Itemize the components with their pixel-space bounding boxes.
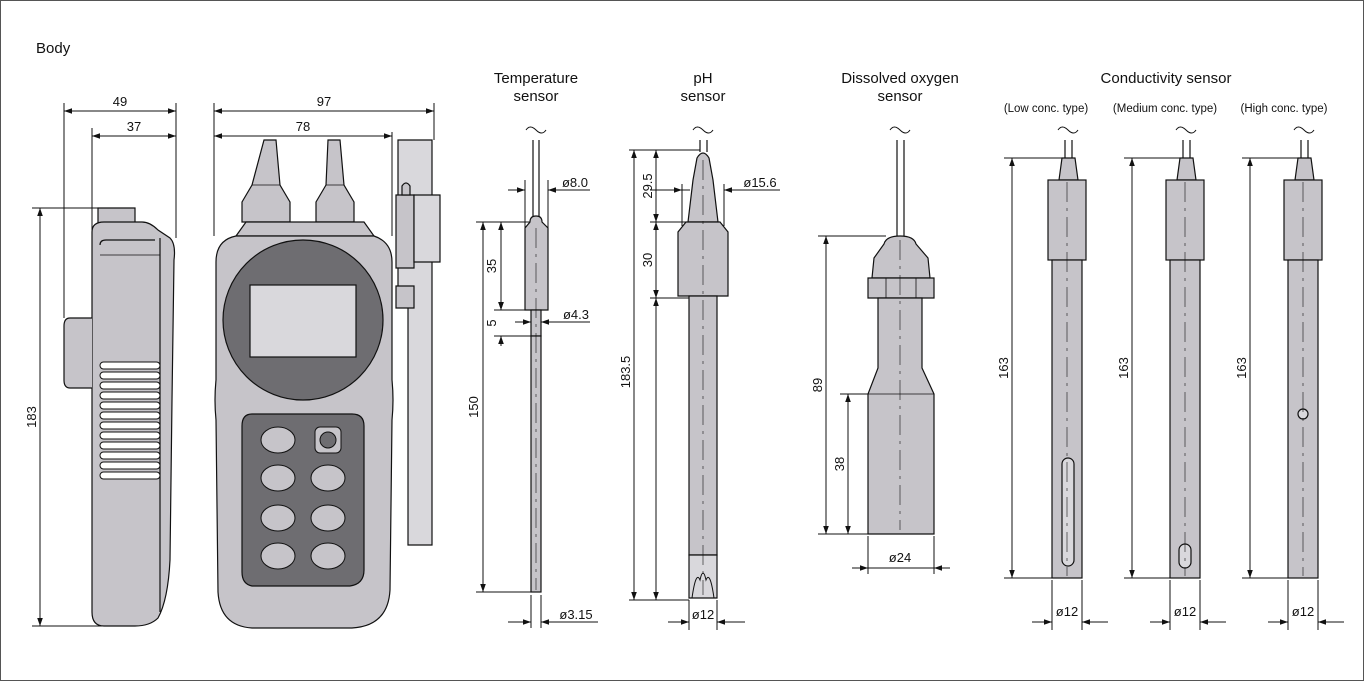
conductivity-high-drawing bbox=[1283, 126, 1323, 579]
conductivity-high-label: (High conc. type) bbox=[1241, 103, 1328, 115]
body-front-view bbox=[214, 139, 441, 629]
dim-do-89: 89 bbox=[810, 378, 825, 392]
dim-cond-high-d12: ø12 bbox=[1292, 604, 1314, 619]
dim-cond-low-163: 163 bbox=[996, 357, 1011, 379]
body-front-dimensions bbox=[213, 103, 435, 236]
dim-front-width-97: 97 bbox=[317, 94, 331, 109]
dim-body-width-37: 37 bbox=[127, 119, 141, 134]
heading-body: Body bbox=[36, 40, 71, 57]
conductivity-low-label: (Low conc. type) bbox=[1004, 103, 1089, 115]
dim-ph-d15-6: ø15.6 bbox=[743, 175, 776, 190]
dim-temp-35: 35 bbox=[484, 259, 499, 273]
conductivity-low-dimensions bbox=[1004, 157, 1108, 630]
dim-do-38: 38 bbox=[832, 457, 847, 471]
dim-cond-med-d12: ø12 bbox=[1174, 604, 1196, 619]
body-side-view bbox=[63, 207, 176, 627]
dim-temp-d8: ø8.0 bbox=[562, 175, 588, 190]
temperature-title-1: Temperature bbox=[494, 70, 578, 87]
do-title-2: sensor bbox=[877, 88, 922, 105]
conductivity-title: Conductivity sensor bbox=[1101, 70, 1232, 87]
body-side-dimensions bbox=[32, 103, 177, 627]
dim-body-width-49: 49 bbox=[113, 94, 127, 109]
dim-ph-30: 30 bbox=[640, 253, 655, 267]
dim-cond-high-163: 163 bbox=[1234, 357, 1249, 379]
conductivity-high-dimensions bbox=[1242, 157, 1344, 630]
dim-ph-29-5: 29.5 bbox=[640, 173, 655, 198]
dim-cond-low-d12: ø12 bbox=[1056, 604, 1078, 619]
dim-temp-5: 5 bbox=[484, 319, 499, 326]
do-sensor-drawing bbox=[867, 126, 935, 535]
do-dimensions bbox=[818, 235, 950, 574]
conductivity-medium-label: (Medium conc. type) bbox=[1113, 103, 1217, 115]
dim-do-d24: ø24 bbox=[889, 550, 911, 565]
temperature-sensor-drawing bbox=[524, 126, 549, 593]
dim-temp-d4-3: ø4.3 bbox=[563, 307, 589, 322]
dim-front-width-78: 78 bbox=[296, 119, 310, 134]
ph-dimensions bbox=[629, 149, 780, 630]
conductivity-low-drawing bbox=[1047, 126, 1087, 579]
dim-ph-183-5: 183.5 bbox=[618, 356, 633, 389]
temperature-dimensions bbox=[476, 180, 598, 628]
dim-cond-med-163: 163 bbox=[1116, 357, 1131, 379]
ph-title-2: sensor bbox=[680, 88, 725, 105]
conductivity-medium-dimensions bbox=[1124, 157, 1226, 630]
ph-sensor-drawing bbox=[677, 126, 729, 599]
dim-ph-d12: ø12 bbox=[692, 607, 714, 622]
dim-temp-150: 150 bbox=[466, 396, 481, 418]
temperature-title-2: sensor bbox=[513, 88, 558, 105]
conductivity-medium-drawing bbox=[1165, 126, 1205, 579]
ph-title-1: pH bbox=[693, 70, 712, 87]
do-title-1: Dissolved oxygen bbox=[841, 70, 959, 87]
dim-body-height-183: 183 bbox=[24, 406, 39, 428]
dim-temp-d3-15: ø3.15 bbox=[559, 607, 592, 622]
